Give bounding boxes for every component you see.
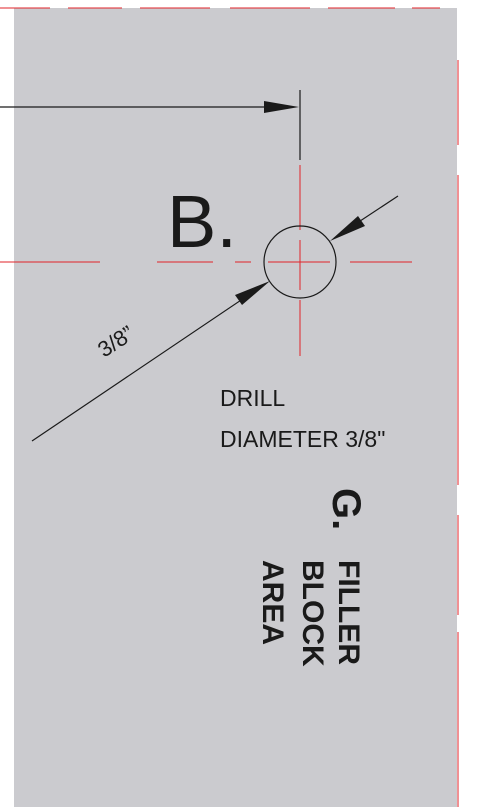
area-label-line1: FILLER bbox=[332, 560, 365, 665]
template-panel bbox=[14, 8, 457, 807]
drill-note-line2: DIAMETER 3/8" bbox=[220, 426, 385, 452]
diameter-leader-line bbox=[31, 289, 257, 442]
area-label-line3: AREA bbox=[256, 560, 289, 645]
drill-note-line1: DRILL bbox=[220, 385, 285, 411]
diameter-upper-arrowhead bbox=[330, 216, 365, 241]
area-label-line2: BLOCK bbox=[296, 560, 329, 667]
point-label-b: B. bbox=[167, 180, 237, 263]
drill-hole-circle bbox=[263, 225, 337, 299]
area-letter-label: G. bbox=[324, 488, 368, 530]
horizontal-dimension-arrowhead bbox=[264, 101, 299, 113]
diameter-lower-arrowhead bbox=[235, 281, 270, 305]
